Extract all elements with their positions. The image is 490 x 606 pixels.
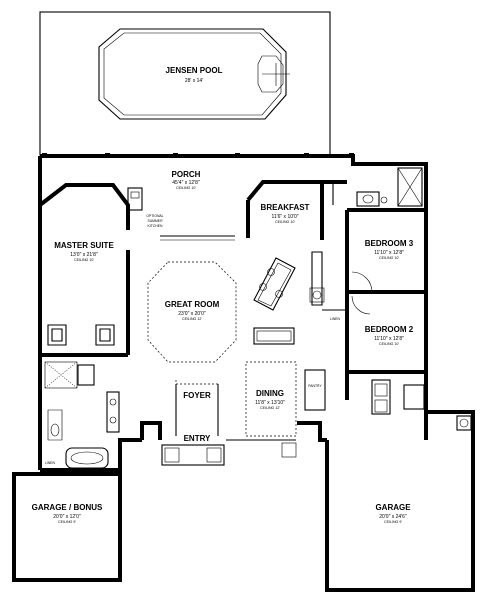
foyer-name: FOYER: [183, 391, 211, 400]
linen-left-label: LINEN: [45, 461, 56, 465]
dining: DINING 11'8" x 13'10" CEILING 12': [245, 361, 297, 437]
kitchen: [253, 251, 325, 311]
porch-name: PORCH: [172, 170, 201, 179]
bedroom-wing-walls: [322, 180, 426, 400]
great-room: GREAT ROOM 23'0" x 20'0" CEILING 12': [147, 235, 295, 363]
breakfast: BREAKFAST 11'6" x 10'0" CEILING 10': [246, 180, 324, 240]
garage-bonus: GARAGE / BONUS 20'0" x 12'0" CEILING 9': [32, 503, 103, 524]
breakfast-dims: 11'6" x 10'0": [271, 214, 298, 220]
great-room-ceiling: CEILING 12': [182, 317, 202, 321]
porch-ceiling: CEILING 10': [176, 186, 196, 190]
master-suite-dims: 13'0" x 21'8": [70, 252, 98, 258]
garage-bonus-ceiling: CEILING 9': [58, 520, 76, 524]
hall-bath: [356, 167, 423, 207]
summer-kitchen-line2: SUMMER: [147, 219, 163, 223]
garage-name: GARAGE: [375, 503, 411, 512]
garage: GARAGE 20'0" x 24'6" CEILING 9': [325, 412, 472, 590]
summer-kitchen-line1: OPTIONAL: [146, 214, 163, 218]
entry: ENTRY: [161, 434, 297, 466]
dining-dims: 11'8" x 13'10": [255, 400, 285, 406]
entry-name: ENTRY: [184, 434, 211, 443]
hall-closets: LINEN PANTRY: [304, 309, 347, 411]
pool-name: JENSEN POOL: [166, 66, 223, 75]
porch: PORCH 45'4" x 12'8" CEILING 10': [172, 170, 201, 190]
bedroom-3-name: BEDROOM 3: [365, 239, 414, 248]
porch-dims: 45'4" x 12'8": [172, 180, 200, 186]
breakfast-name: BREAKFAST: [261, 203, 310, 212]
master-suite-name: MASTER SUITE: [54, 241, 114, 250]
bedroom-3-dims: 11'10" x 12'8": [374, 250, 404, 256]
pool-dims: 28' x 14': [185, 78, 203, 84]
bedroom-3-ceiling: CEILING 10': [379, 256, 399, 260]
breakfast-ceiling: CEILING 10': [275, 220, 295, 224]
master-suite-ceiling: CEILING 10': [74, 258, 94, 262]
jensen-pool: JENSEN POOL 28' x 14': [98, 28, 290, 120]
garage-dims: 20'0" x 24'6": [379, 514, 407, 520]
laundry: [371, 379, 425, 415]
bedroom-2-name: BEDROOM 2: [365, 325, 414, 334]
master-bath: LINEN: [44, 361, 120, 469]
great-room-dims: 23'0" x 20'0": [178, 311, 206, 317]
summer-kitchen: OPTIONAL SUMMER KITCHEN: [127, 187, 164, 228]
dining-name: DINING: [256, 389, 284, 398]
master-suite: MASTER SUITE 13'0" x 21'8" CEILING 10': [38, 183, 130, 357]
pantry-label: PANTRY: [308, 384, 322, 388]
porch-columns: [42, 153, 354, 158]
bedroom-2-ceiling: CEILING 10': [379, 342, 399, 346]
bedroom-2: BEDROOM 2 11'10" x 12'8" CEILING 10': [351, 295, 414, 346]
garage-bonus-dims: 20'0" x 12'0": [53, 514, 81, 520]
garage-ceiling: CEILING 9': [384, 520, 402, 524]
linen-right-label: LINEN: [330, 317, 341, 321]
summer-kitchen-line3: KITCHEN: [148, 224, 163, 228]
foyer: FOYER: [175, 380, 219, 436]
bedroom-3: BEDROOM 3 11'10" x 12'8" CEILING 10': [351, 239, 414, 293]
great-room-name: GREAT ROOM: [165, 300, 220, 309]
bedroom-2-dims: 11'10" x 12'8": [374, 336, 404, 342]
dining-ceiling: CEILING 12': [260, 406, 280, 410]
garage-bonus-name: GARAGE / BONUS: [32, 503, 103, 512]
